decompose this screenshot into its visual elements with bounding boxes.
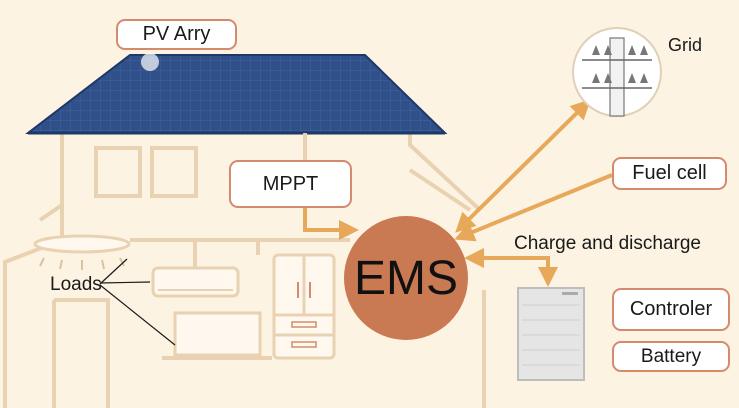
battery-cabinet-icon (517, 287, 585, 381)
air-conditioner-icon (151, 266, 240, 298)
ems-node: EMS (344, 216, 468, 340)
mppt-label: MPPT (229, 160, 352, 208)
fridge-icon (272, 253, 336, 360)
ems-label: EMS (353, 251, 458, 305)
grid-tower-icon (572, 27, 662, 117)
flow-arrows (303, 99, 613, 287)
loads-connectors (99, 258, 176, 346)
house-outline (2, 133, 486, 408)
tv-icon (162, 311, 272, 360)
loads-label: Loads (50, 274, 102, 295)
charge-discharge-label: Charge and discharge (514, 233, 701, 254)
grid-label: Grid (668, 35, 703, 55)
pv-array-label: PV Arry (116, 19, 237, 50)
fuel-cell-label: Fuel cell (612, 157, 727, 190)
solar-roof (25, 53, 448, 135)
controller-label: Controler (612, 288, 730, 331)
battery-label: Battery (612, 341, 730, 372)
ceiling-light (33, 234, 131, 270)
wiring (130, 133, 350, 268)
